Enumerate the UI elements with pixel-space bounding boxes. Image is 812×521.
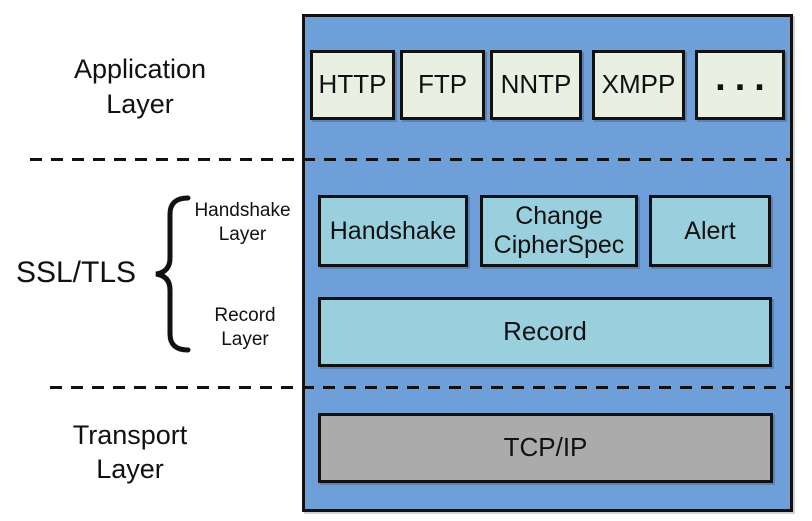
label-transport-layer: Transport Layer (72, 420, 188, 484)
label-ssl-tls: SSL/TLS (15, 256, 137, 289)
protocol-box-http: HTTP (310, 50, 395, 120)
protocol-box-ftp: FTP (400, 50, 485, 120)
protocol-box-ellipsis: ... (695, 50, 785, 120)
protocol-box-xmpp: XMPP (592, 50, 685, 120)
tls-box-change-cipherspec: Change CipherSpec (480, 195, 638, 267)
tls-box-record: Record (318, 297, 772, 367)
label-record-layer: Record Layer (214, 305, 276, 350)
label-handshake-layer: Handshake Layer (194, 200, 291, 245)
separator-application-ssltls (30, 158, 793, 161)
protocol-box-nntp: NNTP (490, 50, 582, 120)
label-application-layer: Application Layer (73, 54, 207, 119)
transport-box-tcpip: TCP/IP (318, 413, 773, 483)
tls-box-alert: Alert (649, 195, 771, 267)
separator-ssltls-transport (50, 386, 793, 389)
tls-box-handshake: Handshake (318, 195, 468, 267)
curly-brace-icon (155, 195, 191, 353)
